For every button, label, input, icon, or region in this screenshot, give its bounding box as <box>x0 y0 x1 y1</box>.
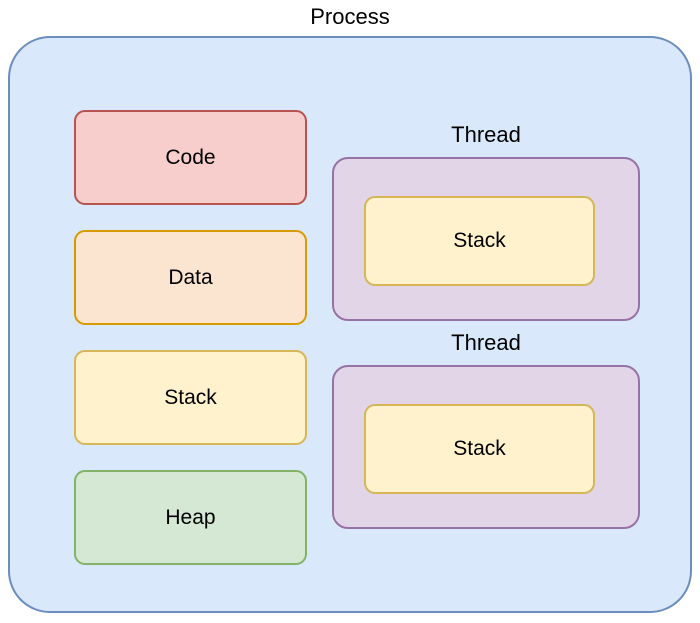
thread-1-title: Thread <box>451 122 521 147</box>
thread-2-title: Thread <box>451 330 521 355</box>
memory-segment-code-label: Code <box>165 145 216 169</box>
memory-segment-stack-label: Stack <box>164 385 217 409</box>
memory-segment-heap-label: Heap <box>165 505 216 529</box>
thread-1-container[interactable]: Stack <box>332 157 640 321</box>
thread-1-stack-label: Stack <box>453 229 506 252</box>
memory-segment-code[interactable]: Code <box>74 110 307 205</box>
thread-2-stack[interactable]: Stack <box>364 404 595 494</box>
memory-segment-data-label: Data <box>168 265 213 289</box>
thread-group-2: Thread Stack <box>332 330 640 529</box>
process-container: Code Data Stack Heap Thread Stack Thread… <box>8 36 692 613</box>
memory-segment-heap[interactable]: Heap <box>74 470 307 565</box>
memory-segment-stack[interactable]: Stack <box>74 350 307 445</box>
thread-group-1: Thread Stack <box>332 122 640 321</box>
process-title: Process <box>310 4 390 29</box>
memory-segment-data[interactable]: Data <box>74 230 307 325</box>
thread-2-stack-label: Stack <box>453 437 506 460</box>
thread-1-stack[interactable]: Stack <box>364 196 595 286</box>
thread-2-container[interactable]: Stack <box>332 365 640 529</box>
